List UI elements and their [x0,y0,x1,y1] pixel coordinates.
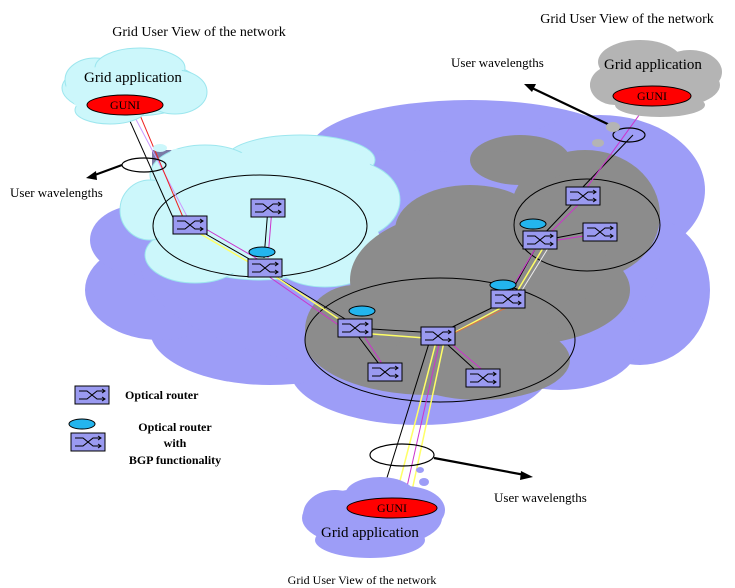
guni-right-label: GUNI [637,89,667,103]
grid-view-label-right: Grid User View of the network [540,12,713,27]
legend-optical-router-icon [74,385,110,405]
guni-left-label: GUNI [110,98,140,112]
app-cloud-left-puffs [153,144,182,157]
optical-router-right-c [582,222,618,242]
optical-router-center-d [465,368,501,388]
guni-bottom-label: GUNI [377,501,407,515]
legend-bgp-router-icon [68,418,106,452]
legend-optical-router-label: Optical router [125,388,199,402]
grid-app-label-left: Grid application [84,70,182,86]
legend-bgp-label-line3: BGP functionality [129,453,221,467]
guni-left: GUNI [86,94,164,116]
optical-router-right-a [565,186,601,206]
grid-view-label-bottom: Grid User View of the network [288,573,437,587]
optical-router-center-b [420,326,456,346]
legend-bgp-label-line1: Optical router [138,420,212,434]
optical-router-left-a [172,215,208,235]
legend-bgp-label-line2: with [164,436,187,450]
user-wavelengths-label-right: User wavelengths [451,55,544,70]
grid-view-label-left: Grid User View of the network [112,25,285,40]
wavelength-loop-bottom [369,443,435,467]
optical-router-left-b [250,198,286,218]
user-wavelengths-label-left: User wavelengths [10,185,103,200]
legend: Optical router Optical router with BGP f… [68,385,221,467]
wavelength-arrows [86,84,617,480]
grid-app-label-right: Grid application [604,57,702,73]
guni-bottom: GUNI [346,497,438,519]
wavelength-loop-right [612,127,646,143]
grid-app-label-bottom: Grid application [321,525,419,541]
optical-router-center-c [367,362,403,382]
user-wavelengths-label-bottom: User wavelengths [494,490,587,505]
guni-right: GUNI [612,85,692,107]
